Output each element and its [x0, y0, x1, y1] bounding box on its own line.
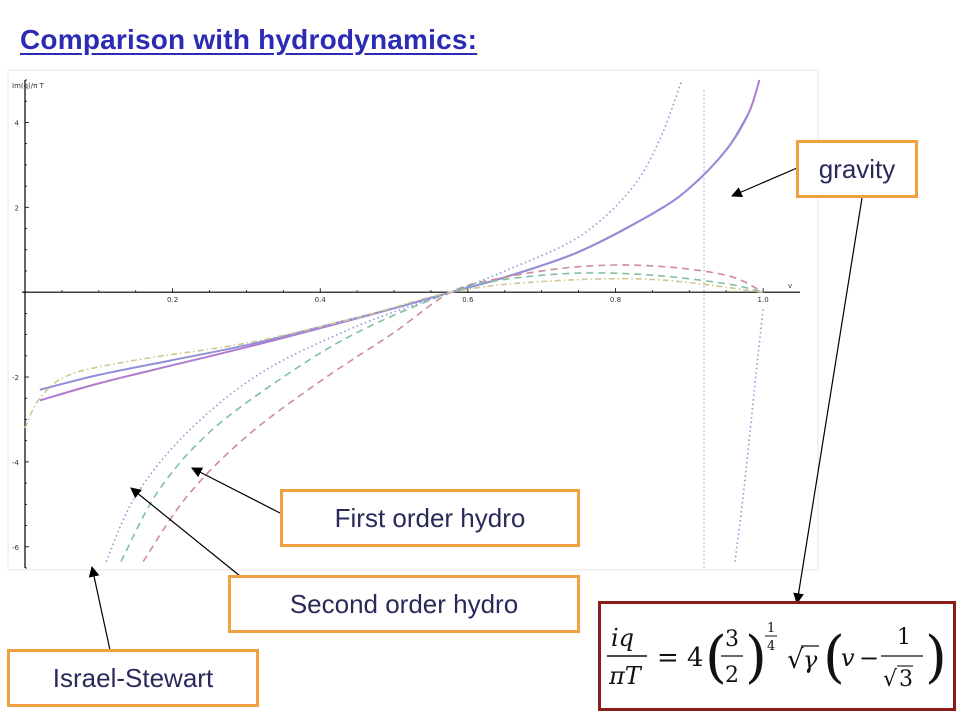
- series-second-order-hydro: [120, 272, 764, 562]
- y-tick-label: 4: [15, 119, 20, 127]
- series-first-order-dashdot: [24, 277, 764, 429]
- series-first-order-hydro: [142, 264, 764, 563]
- plot-frame: [7, 69, 819, 571]
- y-tick-label: -2: [12, 374, 19, 382]
- svg-text:2: 2: [725, 663, 739, 688]
- svg-text:= 4: = 4: [657, 643, 704, 673]
- svg-text:−: −: [859, 644, 879, 672]
- svg-text:(: (: [823, 625, 845, 690]
- series-israel-stewart-upper: [734, 309, 764, 562]
- x-tick-label: 0.6: [462, 296, 474, 304]
- y-tick-label: -4: [12, 459, 20, 467]
- y-axis-label: Im(q)/π T: [12, 82, 45, 90]
- svg-text:3: 3: [725, 627, 739, 652]
- svg-text:): ): [745, 625, 767, 690]
- svg-text:3: 3: [899, 667, 913, 692]
- x-tick-label: 0.4: [315, 296, 327, 304]
- formula-equation: iq πT = 4 ( 3 2 ) 1 4 √ γ ( v − 1 √ 3 ): [607, 621, 947, 692]
- arrow-israel-stewart: [88, 565, 111, 651]
- series-israel-stewart: [105, 79, 683, 562]
- callout-first-order-hydro: First order hydro: [280, 489, 580, 547]
- callout-arrows: [88, 167, 863, 651]
- arrow-gravity: [731, 167, 798, 198]
- arrow-second-order: [130, 487, 241, 577]
- x-tick-label: 0.8: [610, 296, 621, 304]
- svg-text:v: v: [841, 644, 855, 672]
- svg-text:1: 1: [767, 621, 775, 636]
- svg-text:1: 1: [897, 625, 911, 650]
- slide-title: Comparison with hydrodynamics:: [20, 24, 478, 55]
- x-axis-label: v: [788, 282, 792, 290]
- svg-text:(: (: [705, 625, 727, 690]
- formula-box: iq πT = 4 ( 3 2 ) 1 4 √ γ ( v − 1 √ 3 ): [598, 601, 956, 711]
- svg-text:πT: πT: [608, 662, 643, 690]
- callout-gravity: gravity: [796, 140, 918, 198]
- svg-text:): ): [925, 625, 947, 690]
- svg-text:√: √: [883, 667, 898, 692]
- axes: Im(q)/π T v 0.2 0.4 0.6 0.8 1.0 4 2 -2 -4 -6: [12, 79, 800, 569]
- svg-text:√: √: [787, 645, 804, 675]
- svg-text:iq: iq: [611, 624, 634, 652]
- callout-second-order-hydro: Second order hydro: [228, 575, 580, 633]
- series-layer: [24, 79, 764, 563]
- x-tick-label: 0.2: [167, 296, 178, 304]
- arrow-gravity-formula: [793, 197, 863, 605]
- x-tick-label: 1.0: [758, 296, 769, 304]
- callout-israel-stewart: Israel-Stewart: [7, 649, 259, 707]
- y-tick-label: -6: [12, 544, 20, 552]
- arrow-first-order: [191, 467, 281, 514]
- y-tick-label: 2: [15, 204, 19, 212]
- svg-text:4: 4: [767, 639, 775, 654]
- svg-text:γ: γ: [803, 646, 818, 674]
